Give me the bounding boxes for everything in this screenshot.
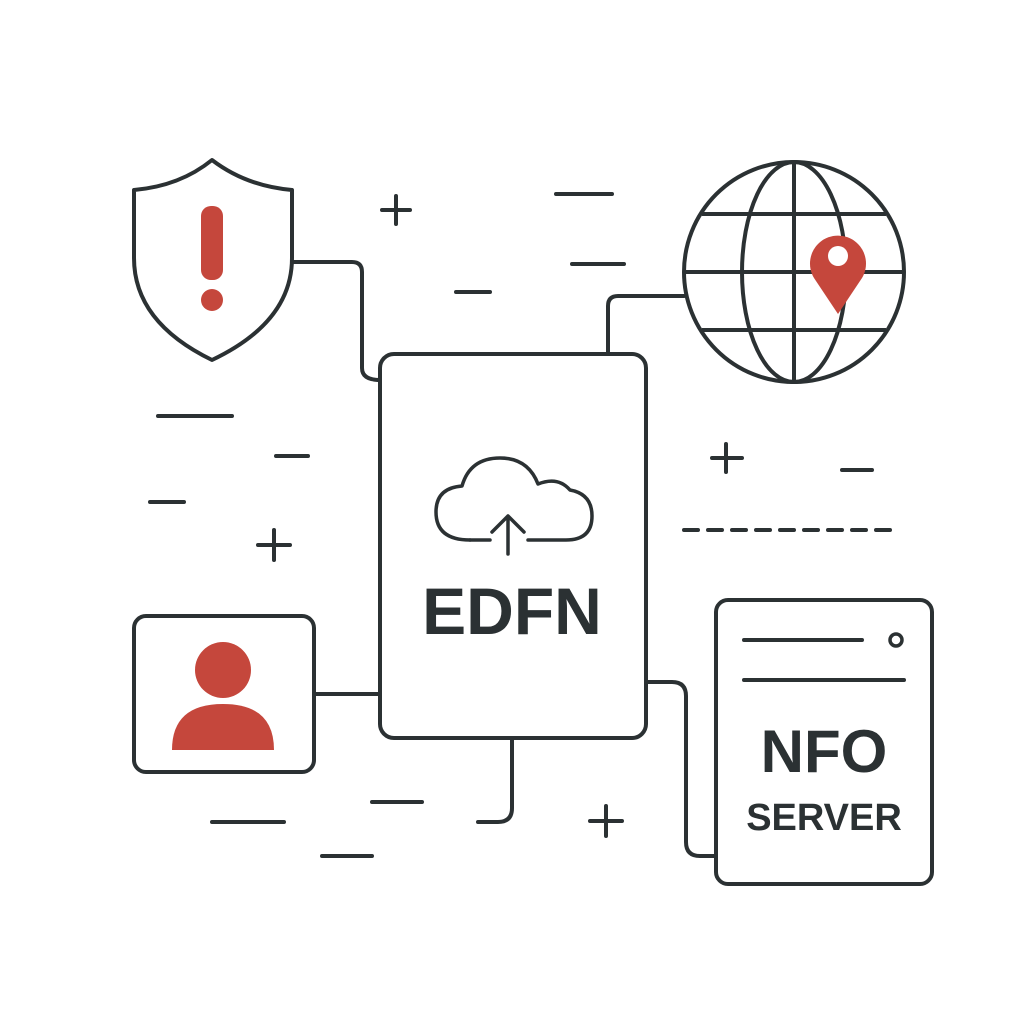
connector-shield-hub (290, 260, 382, 382)
connector-globe-hub (606, 294, 686, 356)
hub-box (378, 352, 648, 740)
exclamation-bar (201, 206, 223, 280)
location-pin-icon (810, 235, 866, 314)
exclamation-dot (201, 289, 223, 311)
plus-mark (380, 194, 412, 226)
plus-mark (256, 528, 292, 562)
connector-hub-bottom (476, 736, 514, 824)
server-box (714, 598, 934, 886)
plus-mark (710, 442, 744, 474)
nfo-server: NFO SERVER (714, 598, 934, 886)
plus-mark (588, 804, 624, 838)
server-subtitle: SERVER (746, 797, 902, 839)
user-head (195, 642, 251, 698)
cloud-outline (434, 456, 594, 542)
user-profile-icon (132, 614, 316, 774)
connectors (290, 260, 718, 858)
server-indicator (888, 632, 904, 648)
upload-arrow-icon (490, 514, 526, 556)
cloud-upload-icon (434, 456, 594, 556)
connector-hub-nfo (646, 680, 718, 858)
shield-alert-icon (132, 158, 294, 362)
globe-location-icon (682, 160, 906, 384)
user-body (172, 704, 274, 750)
hub-label: EDFN (422, 574, 602, 648)
edfn-hub: EDFN (378, 352, 648, 740)
server-icon (742, 632, 906, 682)
location-pin-hole (828, 246, 848, 266)
server-title: NFO (761, 718, 888, 785)
